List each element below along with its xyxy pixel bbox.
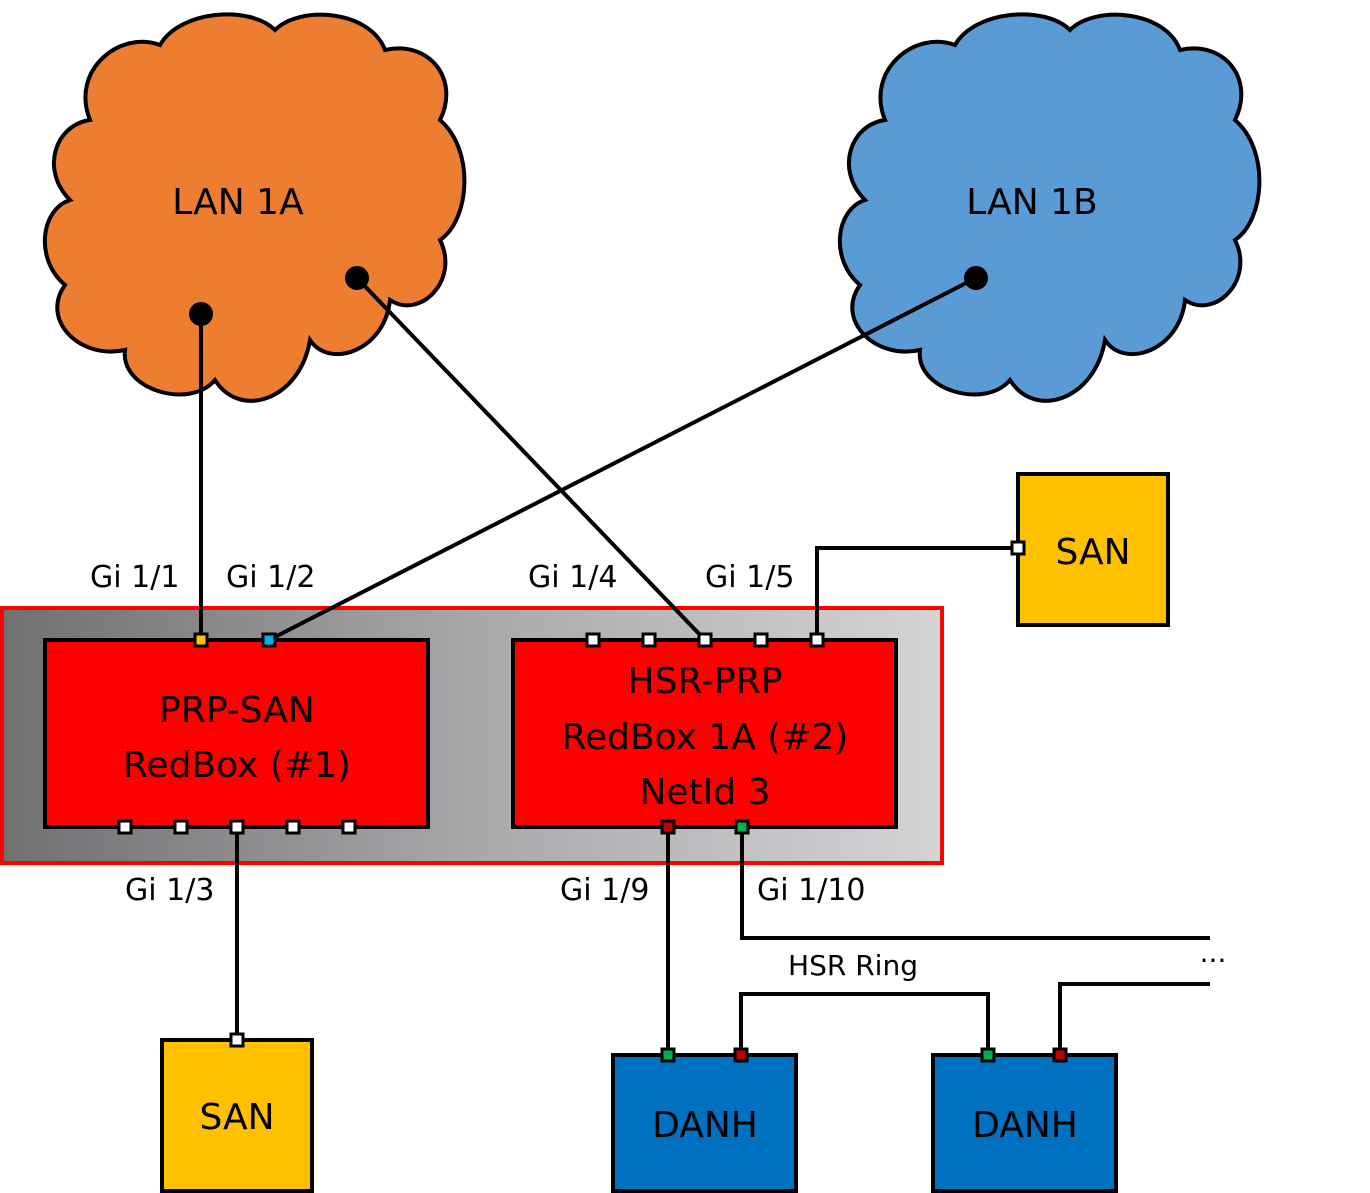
port-san-bottom[interactable] xyxy=(229,1032,245,1048)
lan-1b-label: LAN 1B xyxy=(966,182,1097,223)
wire-danh1-danh2 xyxy=(739,992,990,1055)
lan-1a-port-dot-2 xyxy=(345,266,369,290)
port-redbox1-bottom-2[interactable] xyxy=(173,819,189,835)
danh-2[interactable]: DANH xyxy=(931,1047,1118,1193)
port-redbox2-top-2[interactable] xyxy=(641,632,657,648)
port-danh2-a[interactable] xyxy=(980,1047,996,1063)
cloud-lan-1a-shape xyxy=(42,12,467,403)
redbox-1-title: PRP-SAN xyxy=(159,690,315,731)
port-redbox2-top-1[interactable] xyxy=(585,632,601,648)
lan-1a-port-dot-1 xyxy=(189,302,213,326)
wire-lan1b-gi12 xyxy=(268,276,977,642)
port-danh1-b[interactable] xyxy=(733,1047,749,1063)
label-gi14: Gi 1/4 xyxy=(528,560,617,595)
redbox-2-subtitle: RedBox 1A (#2) xyxy=(562,717,849,758)
san-top-label: SAN xyxy=(1055,532,1130,573)
redbox-1[interactable]: PRP-SAN RedBox (#1) xyxy=(43,638,430,829)
label-gi13: Gi 1/3 xyxy=(125,873,214,908)
wire-gi110-ring xyxy=(740,827,1210,940)
label-gi110: Gi 1/10 xyxy=(757,873,866,908)
san-bottom-box[interactable] xyxy=(160,1038,314,1193)
san-top[interactable]: SAN xyxy=(1010,472,1170,627)
redbox-2-body[interactable] xyxy=(511,638,898,829)
wires xyxy=(199,276,1210,1055)
port-gi12[interactable] xyxy=(261,632,277,648)
danh-1-box[interactable] xyxy=(611,1053,798,1193)
san-bottom-label: SAN xyxy=(199,1097,274,1138)
label-gi15: Gi 1/5 xyxy=(705,560,794,595)
danh-1-label: DANH xyxy=(652,1105,758,1146)
port-gi14[interactable] xyxy=(697,632,713,648)
port-gi19[interactable] xyxy=(660,819,676,835)
label-gi19: Gi 1/9 xyxy=(560,873,649,908)
port-redbox1-bottom-5[interactable] xyxy=(341,819,357,835)
cloud-lan-1b-shape xyxy=(837,12,1262,403)
danh-2-box[interactable] xyxy=(931,1053,1118,1193)
wire-gi15-san xyxy=(815,546,1018,640)
cloud-lan-1b: LAN 1B xyxy=(837,12,1262,403)
danh-2-label: DANH xyxy=(972,1105,1078,1146)
lan-1b-port-dot xyxy=(964,266,988,290)
redbox-1-subtitle: RedBox (#1) xyxy=(123,745,351,786)
wire-lan1a-gi14 xyxy=(355,276,707,642)
label-gi12: Gi 1/2 xyxy=(226,560,315,595)
hsr-ring-label: HSR Ring xyxy=(788,949,918,982)
port-redbox1-bottom-4[interactable] xyxy=(285,819,301,835)
port-gi11[interactable] xyxy=(193,632,209,648)
label-gi11: Gi 1/1 xyxy=(90,560,179,595)
port-gi110[interactable] xyxy=(734,819,750,835)
port-redbox2-top-4[interactable] xyxy=(753,632,769,648)
cloud-lan-1a: LAN 1A xyxy=(42,12,467,403)
redbox-2-netid: NetId 3 xyxy=(639,772,770,813)
lan-1a-label: LAN 1A xyxy=(172,182,304,223)
port-danh2-b[interactable] xyxy=(1052,1047,1068,1063)
danh-1[interactable]: DANH xyxy=(611,1047,798,1193)
san-bottom[interactable]: SAN xyxy=(160,1032,314,1193)
redbox-2-title: HSR-PRP xyxy=(628,661,783,702)
port-san-top[interactable] xyxy=(1010,540,1026,556)
wire-danh2-ring xyxy=(1058,982,1210,1055)
port-redbox1-bottom-1[interactable] xyxy=(117,819,133,835)
port-gi15[interactable] xyxy=(809,632,825,648)
port-danh1-a[interactable] xyxy=(660,1047,676,1063)
redbox-1-body[interactable] xyxy=(43,638,430,829)
hsr-ring-ellipsis: ... xyxy=(1200,936,1227,969)
redbox-2[interactable]: HSR-PRP RedBox 1A (#2) NetId 3 xyxy=(511,638,898,829)
port-gi13[interactable] xyxy=(229,819,245,835)
